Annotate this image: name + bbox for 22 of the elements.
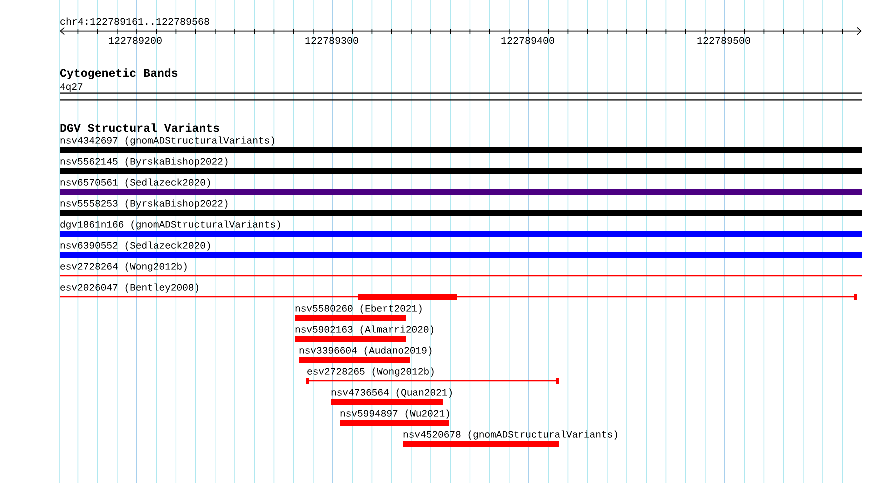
feature-label: nsv5994897 (Wu2021) xyxy=(340,410,450,419)
tick-label: 122789200 xyxy=(109,37,162,44)
feature-label: esv2728264 (Wong2012b) xyxy=(60,262,187,272)
band-label: 4q27 xyxy=(60,84,83,92)
location-label: chr4:122789161..122789568 xyxy=(60,18,210,26)
track-heading: DGV Structural Variants xyxy=(60,124,220,132)
feature-label: nsv5558253 (ByrskaBishop2022) xyxy=(60,200,228,209)
feature-label: nsv4736564 (Quan2021) xyxy=(332,388,452,398)
feature-label: nsv6390552 (Sedlazeck2020) xyxy=(60,242,210,251)
tick-label: 122789300 xyxy=(306,37,358,44)
feature-label: nsv4520678 (gnomADStructuralVariants) xyxy=(404,430,618,440)
feature-label: nsv6570561 (Sedlazeck2020) xyxy=(60,178,210,188)
tick-label: 122789500 xyxy=(698,37,750,44)
feature-label: nsv5580260 (Ebert2021) xyxy=(296,304,422,314)
feature-label: nsv4342697 (gnomADStructuralVariants) xyxy=(60,136,274,146)
feature-label: dgv1861n166 (gnomADStructuralVariants) xyxy=(60,220,280,230)
feature-label: nsv5562145 (ByrskaBishop2022) xyxy=(60,158,228,167)
feature-label: esv2728265 (Wong2012b) xyxy=(308,368,434,377)
feature-label: nsv5902163 (Almarri2020) xyxy=(296,326,434,335)
feature-label: esv2026047 (Bentley2008) xyxy=(60,284,198,293)
tick-label: 122789400 xyxy=(502,37,554,44)
feature-label: nsv3396604 (Audano2019) xyxy=(300,346,432,356)
